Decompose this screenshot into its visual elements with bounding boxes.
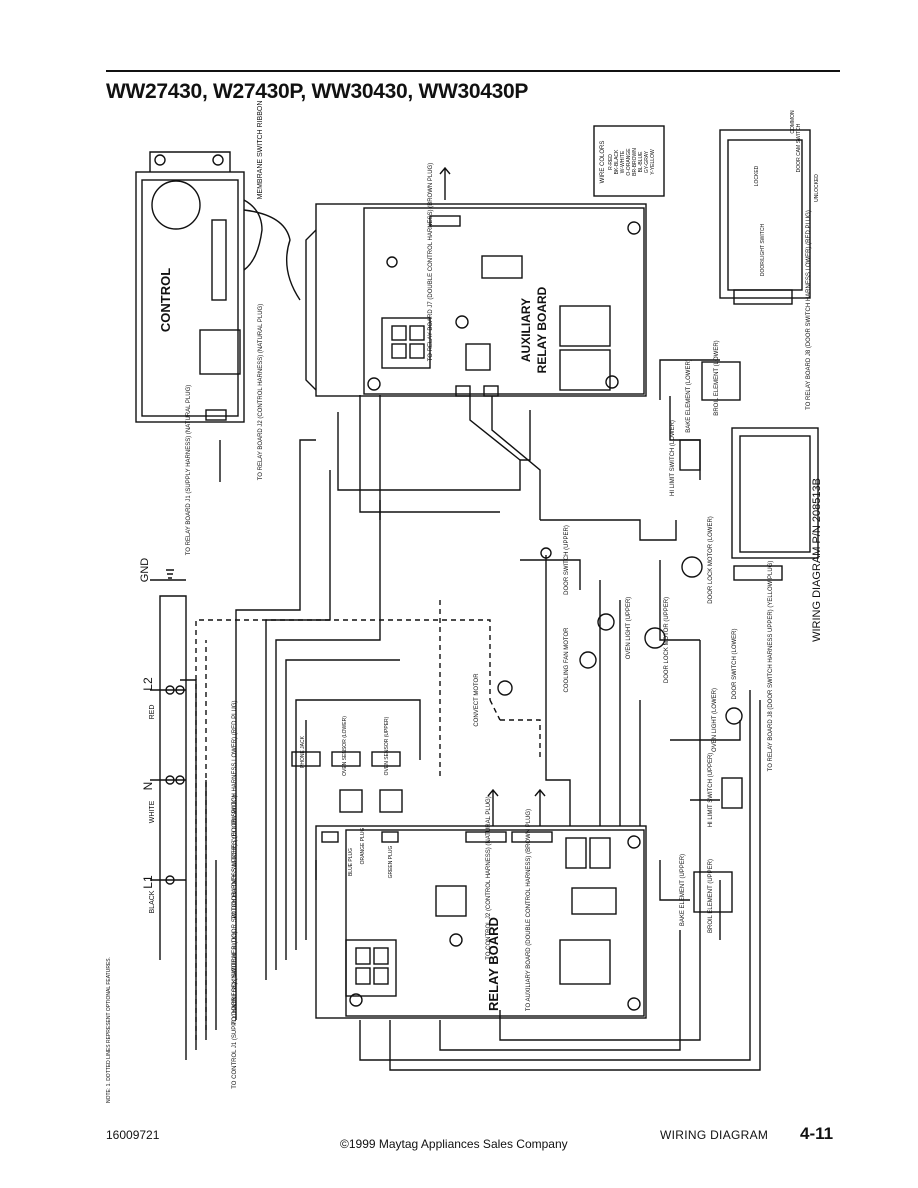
- green-plug-label: GREEN PLUG: [388, 846, 394, 879]
- gnd-label: GND: [139, 558, 151, 583]
- note-door-lock-red: TO DOOR LOCK SWITCHES (DOOR SWITCH HARNE…: [232, 701, 238, 920]
- relay-board: [315, 825, 647, 1019]
- orange-plug-label: ORANGE PLUG: [360, 828, 366, 865]
- note-relay-j8-yellow: TO RELAY BOARD J8 (DOOR SWITCH HARNESS U…: [768, 561, 774, 772]
- page-number: 4-11: [800, 1124, 834, 1143]
- note-door-lock-yellow: TO DOOR LOCK SWITCHES (DOOR SWITCH HARNE…: [232, 795, 238, 1025]
- note-relay-j1: TO RELAY BOARD J1 (SUPPLY HARNESS) (NATU…: [186, 385, 192, 556]
- bake-upper-label: BAKE ELEMENT (UPPER): [680, 854, 686, 926]
- bake-lower-label: BAKE ELEMENT (LOWER): [686, 359, 692, 433]
- door-lock-motor-upper-label: DOOR LOCK MOTOR (UPPER): [664, 597, 670, 683]
- page-title: WW27430, W27430P, WW30430, WW30430P: [106, 80, 529, 103]
- l2-color: RED: [149, 705, 156, 720]
- note-control-j1: TO CONTROL J1 (SUPPLY HARNESS) (NATURAL …: [232, 931, 238, 1088]
- cooling-fan-label: COOLING FAN MOTOR: [564, 627, 570, 693]
- l1-label: L1: [141, 875, 155, 889]
- auxiliary-relay-board: [305, 203, 647, 397]
- control-module: [135, 151, 301, 423]
- oven-sensor-lower-label: OVEN SENSOR (LOWER): [342, 716, 348, 776]
- wire-color-item: BK-BLACK: [614, 149, 620, 174]
- hi-limit-upper-label: HI LIMIT SWITCH (UPPER): [708, 753, 714, 828]
- unlocked-label: UNLOCKED: [814, 174, 820, 202]
- dotted-lines-note: NOTE: 1. DOTTED LINES REPRESENT OPTIONAL…: [106, 957, 112, 1103]
- wire-color-item: O-ORANGE: [626, 148, 632, 176]
- doc-number: 16009721: [106, 1128, 160, 1142]
- note-relay-j8-red: TO RELAY BOARD J8 (DOOR SWITCH HARNESS L…: [806, 210, 812, 410]
- door-lock-motor-lower-label: DOOR LOCK MOTOR (LOWER): [708, 516, 714, 604]
- control-label: CONTROL: [158, 268, 173, 332]
- aux-relay-label-2: RELAY BOARD: [535, 286, 549, 373]
- door-switch-upper-label: DOOR SWITCH (UPPER): [564, 525, 570, 595]
- door-cam-switch-label: DOOR CAM SWITCH: [796, 123, 802, 172]
- header-rule: [106, 70, 840, 72]
- door-light-switch-label: DOOR/LIGHT SWITCH: [760, 224, 766, 277]
- convect-motor-label: CONVECT MOTOR: [474, 673, 480, 727]
- wire-color-item: GY-GRAY: [644, 150, 650, 173]
- phone-jack-label: PHONE JACK: [300, 735, 306, 768]
- locked-label: LOCKED: [754, 165, 760, 186]
- wire-color-item: BL-BLUE: [638, 151, 644, 173]
- hi-limit-lower-label: HI LIMIT SWITCH (LOWER): [670, 420, 676, 496]
- broil-lower-label: BROIL ELEMENT (LOWER): [714, 340, 720, 415]
- broil-upper-label: BROIL ELEMENT (UPPER): [708, 859, 714, 933]
- wire-color-item: W-WHITE: [620, 150, 626, 173]
- membrane-label: MEMBRANE SWITCH RIBBON: [257, 101, 264, 200]
- blue-plug-label: BLUE PLUG: [348, 848, 354, 876]
- oven-light-lower-label: OVEN LIGHT (LOWER): [712, 688, 718, 752]
- wire-color-item: BR-BROWN: [632, 148, 638, 176]
- wire-color-item: R-RED: [608, 154, 614, 170]
- note-aux-board: TO AUXILIARY BOARD (DOUBLE CONTROL HARNE…: [526, 809, 532, 1011]
- note-relay-j7: TO RELAY BOARD J7 (DOUBLE CONTROL HARNES…: [428, 163, 434, 361]
- n-color: WHITE: [149, 800, 156, 823]
- section-name: WIRING DIAGRAM: [660, 1128, 769, 1142]
- door-switch-lower-label: DOOR SWITCH (LOWER): [732, 629, 738, 700]
- n-label: N: [141, 782, 155, 791]
- wire-color-item: Y-YELLOW: [650, 149, 656, 175]
- relay-board-label: RELAY BOARD: [486, 917, 501, 1011]
- oven-light-upper-label: OVEN LIGHT (UPPER): [626, 597, 632, 660]
- aux-relay-label: AUXILIARY: [519, 298, 533, 362]
- note-control-j2: TO CONTROL J2 (CONTROL HARNESS) (NATURAL…: [486, 796, 492, 959]
- note-relay-j2: TO RELAY BOARD J2 (CONTROL HARNESS) (NAT…: [258, 304, 264, 480]
- wiring-diagram-pn: WIRING DIAGRAM P/N 208513B: [811, 478, 823, 642]
- wire-colors-heading: WIRE COLORS: [600, 141, 606, 184]
- oven-sensor-upper-label: OVEN SENSOR (UPPER): [384, 716, 390, 775]
- l2-label: L2: [141, 677, 155, 691]
- l1-color: BLACK: [149, 890, 156, 913]
- copyright: ©1999 Maytag Appliances Sales Company: [340, 1137, 568, 1151]
- wire-colors-legend: WIRE COLORS R-RED BK-BLACK W-WHITE O-ORA…: [600, 141, 656, 184]
- common-label: COMMON: [790, 110, 796, 134]
